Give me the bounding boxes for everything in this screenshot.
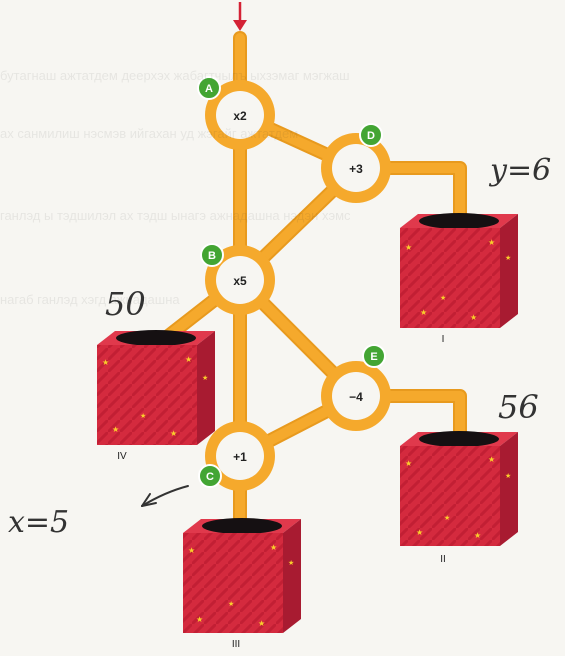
svg-text:★: ★ bbox=[470, 313, 477, 322]
annotation-y-equals: y=6 bbox=[488, 153, 551, 188]
box-side bbox=[500, 432, 518, 546]
node-face bbox=[216, 432, 264, 480]
node-letter: A bbox=[205, 83, 213, 95]
node-letter: D bbox=[367, 130, 375, 142]
svg-text:★: ★ bbox=[258, 619, 265, 628]
svg-text:★: ★ bbox=[288, 559, 294, 567]
box-stars: ★ ★ ★ ★ ★ ★ bbox=[405, 238, 511, 322]
svg-text:★: ★ bbox=[140, 412, 146, 420]
svg-text:★: ★ bbox=[196, 615, 203, 624]
node-operation: −4 bbox=[349, 390, 363, 404]
handwritten-arrow-icon bbox=[141, 485, 189, 507]
svg-text:★: ★ bbox=[416, 528, 423, 537]
svg-text:★: ★ bbox=[270, 543, 277, 552]
box-label: IV bbox=[117, 451, 127, 462]
entry-arrow bbox=[233, 2, 247, 31]
svg-text:★: ★ bbox=[112, 425, 119, 434]
svg-text:★: ★ bbox=[170, 429, 177, 438]
box-hole bbox=[202, 518, 282, 534]
node-face bbox=[332, 372, 380, 420]
node-face bbox=[216, 91, 264, 139]
node-c: +1 C bbox=[198, 421, 275, 491]
svg-text:★: ★ bbox=[228, 600, 234, 608]
node-b: x5 B bbox=[200, 243, 275, 315]
faint-background-text: нагаб ганлэд хэгд ажнадашна bbox=[0, 292, 180, 307]
node-face bbox=[216, 256, 264, 304]
box-i: ★ ★ ★ ★ ★ ★ I bbox=[400, 213, 518, 345]
node-operation: x2 bbox=[233, 109, 247, 123]
node-a: x2 A bbox=[197, 76, 275, 150]
svg-text:★: ★ bbox=[185, 355, 192, 364]
node-face bbox=[332, 144, 380, 192]
node-letter: C bbox=[206, 471, 214, 483]
svg-text:★: ★ bbox=[405, 459, 412, 468]
svg-text:★: ★ bbox=[444, 514, 450, 522]
box-iii: ★ ★ ★ ★ ★ ★ III bbox=[183, 518, 301, 650]
svg-text:★: ★ bbox=[188, 546, 195, 555]
node-d: +3 D bbox=[321, 123, 391, 203]
box-side bbox=[500, 214, 518, 328]
svg-text:★: ★ bbox=[505, 472, 511, 480]
node-operation: +1 bbox=[233, 450, 247, 464]
svg-text:★: ★ bbox=[505, 254, 511, 262]
box-label: II bbox=[440, 554, 446, 565]
svg-text:★: ★ bbox=[202, 374, 208, 382]
node-badge bbox=[200, 243, 224, 267]
box-front bbox=[400, 228, 500, 328]
box-label: III bbox=[232, 639, 240, 650]
box-front bbox=[183, 533, 283, 633]
svg-text:★: ★ bbox=[420, 308, 427, 317]
box-front bbox=[400, 446, 500, 546]
node-badge bbox=[197, 76, 221, 100]
box-front bbox=[97, 345, 197, 445]
svg-text:★: ★ bbox=[102, 358, 109, 367]
annotation-fifty-six: 56 bbox=[498, 388, 539, 426]
svg-text:★: ★ bbox=[488, 455, 495, 464]
box-side bbox=[283, 519, 301, 633]
faint-background-text: ганлэд ы тэдшилэл ах тэдш ынагэ ажнадашн… bbox=[0, 208, 351, 223]
box-hole bbox=[419, 213, 499, 229]
node-badge bbox=[362, 344, 386, 368]
box-ii: ★ ★ ★ ★ ★ ★ II bbox=[400, 431, 518, 565]
node-badge bbox=[359, 123, 383, 147]
box-stars: ★ ★ ★ ★ ★ ★ bbox=[188, 543, 294, 628]
node-badge bbox=[198, 464, 222, 488]
box-stars: ★ ★ ★ ★ ★ ★ bbox=[102, 355, 208, 438]
box-label: I bbox=[442, 334, 445, 345]
faint-background-text: бутагнаш ажтатдем деерхэх жабагтчылъ ыхз… bbox=[0, 68, 350, 83]
faint-background-text: ах санмилиш нэсмэв ийгахан уд жэгайг ажт… bbox=[0, 126, 299, 141]
svg-text:★: ★ bbox=[488, 238, 495, 247]
node-letter: E bbox=[370, 351, 377, 363]
svg-text:★: ★ bbox=[474, 531, 481, 540]
svg-text:★: ★ bbox=[440, 294, 446, 302]
node-e: −4 E bbox=[321, 344, 391, 431]
node-operation: +3 bbox=[349, 162, 363, 176]
box-hole bbox=[116, 330, 196, 346]
node-operation: x5 bbox=[233, 274, 247, 288]
node-letter: B bbox=[208, 250, 216, 262]
box-stars: ★ ★ ★ ★ ★ ★ bbox=[405, 455, 511, 540]
box-iv: ★ ★ ★ ★ ★ ★ IV bbox=[97, 330, 215, 462]
annotation-x-equals: x=5 bbox=[8, 505, 69, 540]
box-hole bbox=[419, 431, 499, 447]
svg-text:★: ★ bbox=[405, 243, 412, 252]
annotation-fifty: 50 bbox=[105, 285, 146, 323]
box-side bbox=[197, 331, 215, 445]
